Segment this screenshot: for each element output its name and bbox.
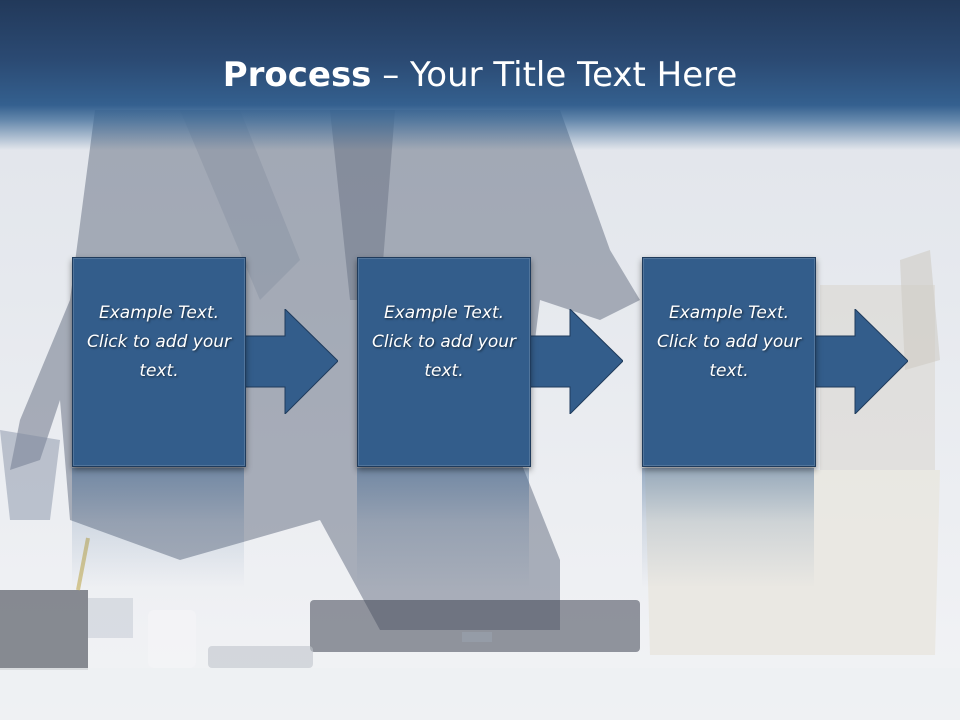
step-1-arrow-icon — [245, 309, 338, 414]
step-2-reflection — [357, 468, 529, 588]
step-3-box[interactable]: Example Text. Click to add your text. — [642, 257, 816, 467]
step-1-reflection — [72, 468, 244, 588]
step-3-reflection — [642, 468, 814, 588]
step-1-box[interactable]: Example Text. Click to add your text. — [72, 257, 246, 467]
step-3-arrow-icon — [815, 309, 908, 414]
step-2-arrow-icon — [530, 309, 623, 414]
title-bar — [0, 0, 960, 150]
title-rest: – Your Title Text Here — [371, 55, 738, 95]
title-bold: Process — [222, 55, 372, 95]
slide-title[interactable]: Process – Your Title Text Here — [0, 52, 960, 98]
step-2-text: Example Text. Click to add your text. — [371, 302, 516, 381]
step-2-box[interactable]: Example Text. Click to add your text. — [357, 257, 531, 467]
step-1-text: Example Text. Click to add your text. — [86, 302, 231, 381]
step-3-text: Example Text. Click to add your text. — [656, 302, 801, 381]
